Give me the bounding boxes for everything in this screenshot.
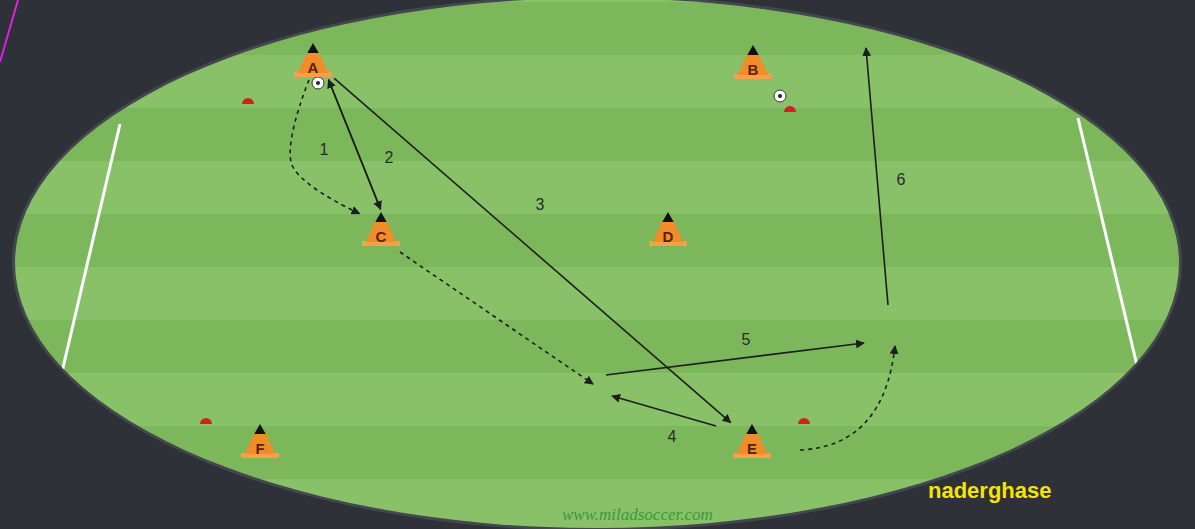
cone-marker: F (241, 424, 279, 458)
dome-marker (200, 98, 810, 424)
corner-line (0, 0, 18, 62)
cone-letter: B (748, 62, 759, 78)
cone-marker: B (734, 45, 772, 79)
side-line (62, 124, 120, 372)
cone-marker: A (294, 43, 332, 77)
callout-number: 1 (320, 141, 329, 159)
watermark: www.miladsoccer.com (562, 505, 713, 525)
movement-arrows (400, 48, 895, 450)
callout-number: 2 (385, 149, 394, 167)
cone-letter: C (376, 229, 387, 245)
cone-letter: E (747, 441, 757, 457)
run-arrow (290, 80, 359, 214)
watermark: naderghase (928, 478, 1052, 504)
callout-number: 5 (742, 331, 751, 349)
callout-number: 4 (668, 428, 677, 446)
cone-letter: F (255, 441, 264, 457)
cone-marker: D (649, 212, 687, 246)
pass-arrow (329, 80, 381, 209)
callout-number: 3 (536, 196, 545, 214)
cone-letter: D (663, 229, 674, 245)
pass-arrow (329, 80, 381, 209)
cone-marker: E (733, 424, 771, 458)
callout-number: 6 (897, 171, 906, 189)
cone-letter: A (308, 60, 319, 76)
ball (312, 77, 786, 102)
pass-arrow (334, 78, 730, 422)
cone-marker: C (362, 212, 400, 246)
side-line (1078, 118, 1140, 378)
